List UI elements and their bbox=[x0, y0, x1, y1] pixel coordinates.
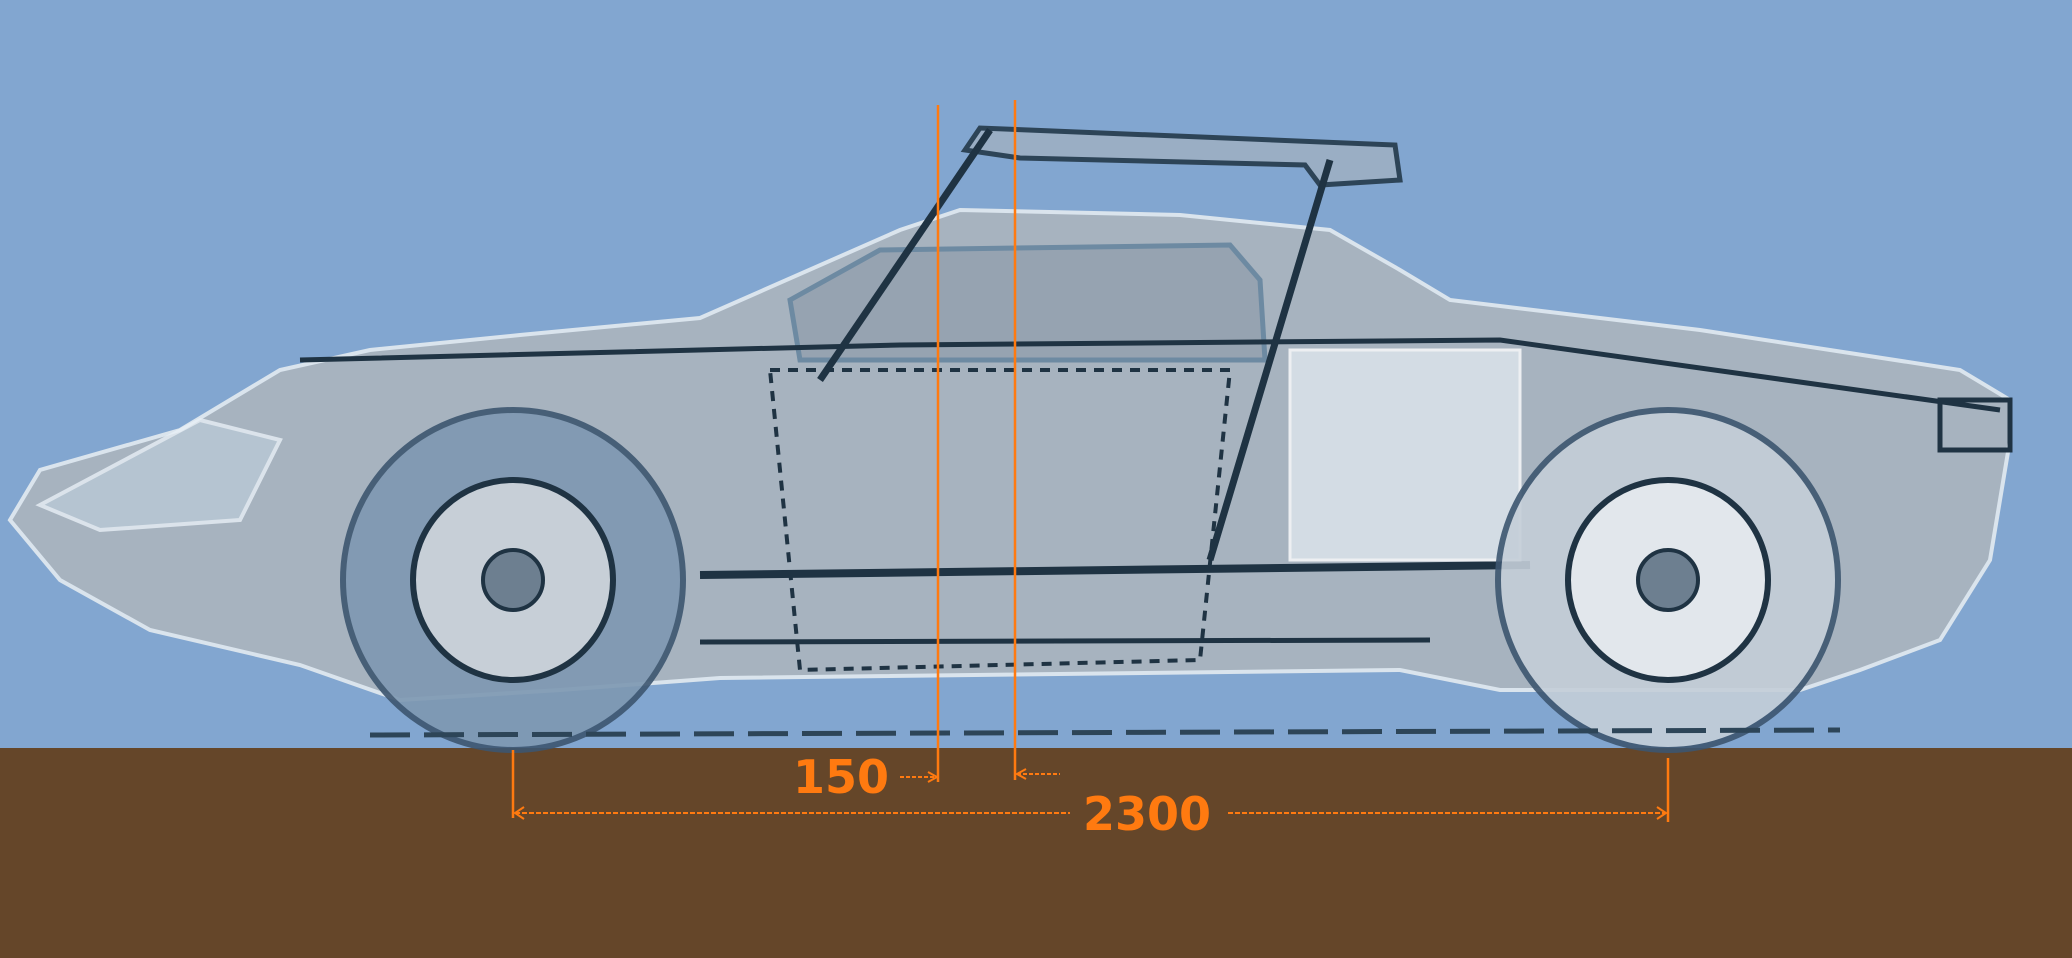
wheelbase-dimension-label: 2300 bbox=[1083, 787, 1212, 841]
offset-dimension-label: 150 bbox=[793, 750, 890, 804]
ground-reference-line bbox=[369, 727, 1841, 738]
front-wheel bbox=[340, 407, 686, 753]
dimension-lines bbox=[511, 100, 1670, 822]
ground bbox=[0, 748, 2072, 958]
rear-wheel bbox=[1495, 407, 1841, 753]
